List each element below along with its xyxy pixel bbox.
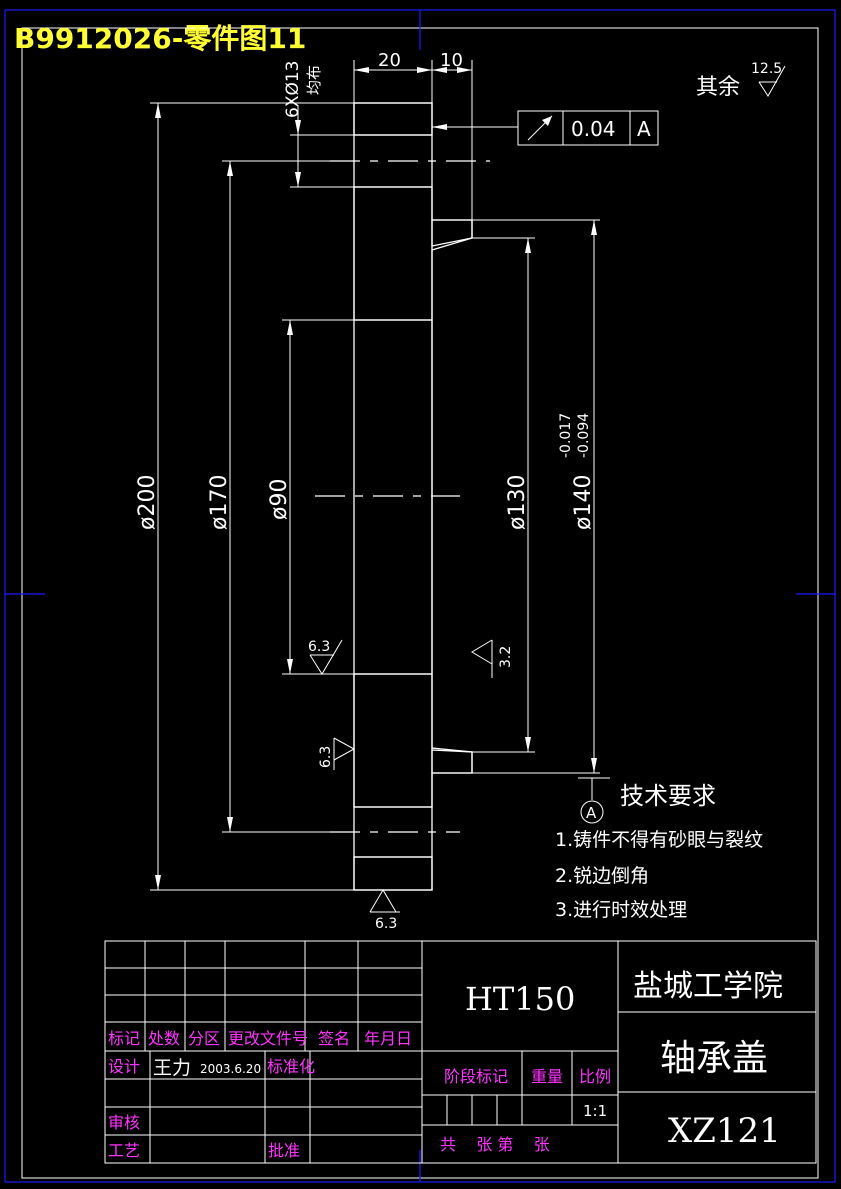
review-label: 审核 [108, 1113, 140, 1132]
drawing-title: B9912026-零件图11 [14, 22, 306, 55]
roughness-mark-3: 3.2 [471, 639, 514, 678]
rev-header-doc: 更改文件号 [228, 1029, 308, 1048]
school-name: 盐城工学院 [633, 969, 783, 1004]
datum-label: A [586, 804, 597, 822]
title-block: HT150 盐城工学院 轴承盖 XZ121 标记 处数 分区 更改文件号 签名 … [104, 940, 817, 1164]
hatch-bot-3 [431, 749, 473, 774]
dim-d90: ø90 [267, 479, 292, 520]
svg-text:6.3: 6.3 [318, 746, 334, 768]
hatch-top-3 [431, 219, 473, 247]
rev-header-zone: 分区 [188, 1029, 220, 1048]
roughness-default: 其余 12.5 [696, 61, 786, 100]
weight-label: 重量 [531, 1067, 563, 1086]
dim-width-10: 10 [440, 50, 463, 71]
roughness-default-value: 12.5 [751, 61, 782, 77]
roughness-mark-4: 6.3 [369, 889, 400, 932]
stage-label: 阶段标记 [444, 1067, 508, 1086]
roughness-mark-1: 6.3 [308, 639, 343, 675]
svg-text:6.3: 6.3 [308, 639, 330, 655]
holes-label: 6XØ13 [283, 61, 303, 118]
dim-d170: ø170 [207, 475, 232, 530]
dim-tol-upper: -0.017 [558, 413, 574, 458]
standardize-label: 标准化 [267, 1057, 315, 1076]
part-name: 轴承盖 [660, 1038, 768, 1079]
tech-item-2: 2.锐边倒角 [555, 865, 649, 887]
designer-name: 王力 [153, 1057, 191, 1079]
rev-header-sign: 签名 [318, 1029, 350, 1048]
rev-header-count: 处数 [148, 1029, 180, 1048]
hatch-bot-2 [353, 673, 433, 808]
hatch-top-2 [353, 186, 433, 321]
roughness-marks: 6.3 6.3 3.2 6.3 [308, 639, 514, 932]
design-date: 2003.6.20 [200, 1062, 261, 1076]
dim-d200: ø200 [135, 475, 160, 530]
svg-text:6.3: 6.3 [375, 916, 397, 932]
tech-item-1: 1.铸件不得有砂眼与裂纹 [555, 829, 763, 851]
material-text: HT150 [465, 980, 575, 1018]
design-label: 设计 [108, 1057, 140, 1076]
dim-d140: ø140 [571, 475, 596, 530]
dim-tol-lower: -0.094 [576, 413, 592, 458]
process-label: 工艺 [108, 1141, 140, 1160]
holes-note: 均布 [305, 65, 323, 95]
tech-item-3: 3.进行时效处理 [555, 899, 687, 921]
hatch-top-1 [353, 102, 433, 136]
datum-marker: A [578, 777, 610, 824]
tolerance-datum: A [637, 117, 651, 141]
dim-width-20: 20 [378, 50, 401, 71]
approve-label: 批准 [268, 1141, 300, 1160]
tolerance-value: 0.04 [571, 117, 616, 141]
tolerance-frame: 0.04 A [432, 110, 659, 146]
inner-frame [21, 27, 819, 1179]
roughness-default-prefix: 其余 [696, 75, 740, 100]
dimensions: 20 10 6XØ13 均布 ø200 ø170 ø90 ø130 ø140 -… [135, 50, 600, 891]
rev-header-date: 年月日 [364, 1029, 412, 1048]
svg-text:3.2: 3.2 [498, 646, 514, 668]
tech-title: 技术要求 [620, 782, 716, 810]
dim-d130: ø130 [505, 475, 530, 530]
rev-header-mark: 标记 [108, 1029, 140, 1048]
tech-requirements: 技术要求 1.铸件不得有砂眼与裂纹 2.锐边倒角 3.进行时效处理 [555, 782, 763, 921]
part-section [315, 102, 490, 891]
roughness-mark-2: 6.3 [318, 737, 356, 770]
scale-label: 比例 [579, 1067, 611, 1086]
outer-border [4, 9, 836, 1183]
sheets-text: 共 张 第 张 [440, 1135, 550, 1154]
drawing-number: XZ121 [668, 1111, 781, 1151]
scale-value: 1:1 [583, 1102, 607, 1120]
runout-arrow-icon [527, 115, 553, 141]
hatch-bot-1 [353, 856, 433, 891]
roughness-symbol-icon [758, 65, 786, 97]
